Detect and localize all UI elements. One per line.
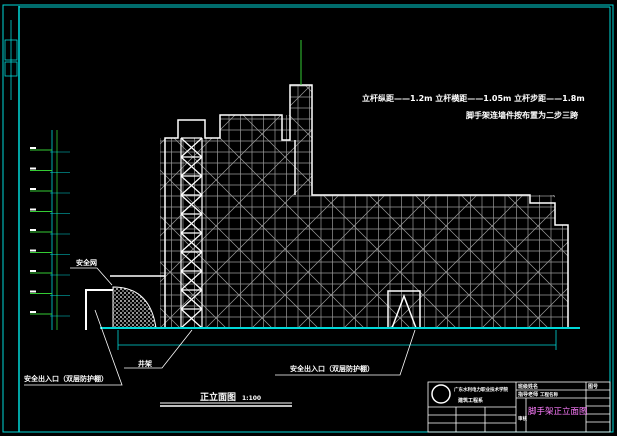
level-tag [30,208,36,211]
entrance-canopy [85,289,113,330]
safety-net-area [112,286,157,329]
scaffold-brace [481,85,568,328]
tie-note: 脚手架连墙件按布置为二步三跨 [466,110,579,120]
scaffold-brace [574,78,617,328]
tower-brace [180,232,203,253]
tower-brace [180,137,203,158]
tower-brace [180,289,203,310]
level-tag [30,311,36,313]
level-tag [30,188,36,190]
title-block [427,381,611,433]
drawing-name: 脚手架正立面图 [528,406,588,417]
level-tag [30,229,36,231]
department: 建筑工程系 [457,397,483,404]
scaffold-brace [251,85,503,328]
door-opening [387,290,421,329]
scaffold-brace [160,85,273,328]
spacing-note: 立杆纵距——1.2m 立杆横距——1.05m 立杆步距——1.8m [362,93,585,103]
scaffold-brace [160,85,365,328]
hoist-label: 井架 [138,359,152,368]
tower-brace [180,194,203,215]
scaffold-brace [160,85,273,328]
title-row-3: 审核 [518,415,527,422]
tower-brace [180,156,203,177]
scaffold-brace [574,78,617,328]
level-tag [30,270,36,272]
sheet-label: 图号 [588,383,598,390]
title-row-1: 班级姓名 [518,383,538,390]
safety-net-label: 安全网 [76,258,97,267]
drawing-frame [2,4,614,433]
level-tag [30,147,36,149]
project-label: 工程名称 [540,391,558,398]
scaffold-brace [205,85,457,328]
entrance-left-label: 安全出入口（双层防护棚） [24,374,108,383]
level-tag [30,249,36,252]
title-row-2: 指导老师 [518,391,538,398]
hoist-tower [180,137,203,329]
building-outline [110,84,569,328]
scaffold-brace [0,78,88,328]
level-tag [30,290,36,293]
tower-brace [180,270,203,291]
dimension-line [117,330,557,350]
level-markers [30,130,70,330]
level-tag [30,167,36,170]
tower-brace [180,308,203,329]
binding-strip-stamps [4,20,18,100]
entrance-right-label: 安全出入口（双层防护棚） [290,364,374,373]
drawing-title: 正立面图 [200,391,236,403]
scaffold-brace [0,78,88,328]
school-name: 广东水利电力职业技术学院 [454,386,508,393]
drawing-scale: 1:100 [242,395,261,402]
tower-brace [180,251,203,272]
title-underline [160,402,292,407]
tower-brace [180,213,203,234]
leader-lines [24,267,416,386]
tower-brace [180,175,203,196]
